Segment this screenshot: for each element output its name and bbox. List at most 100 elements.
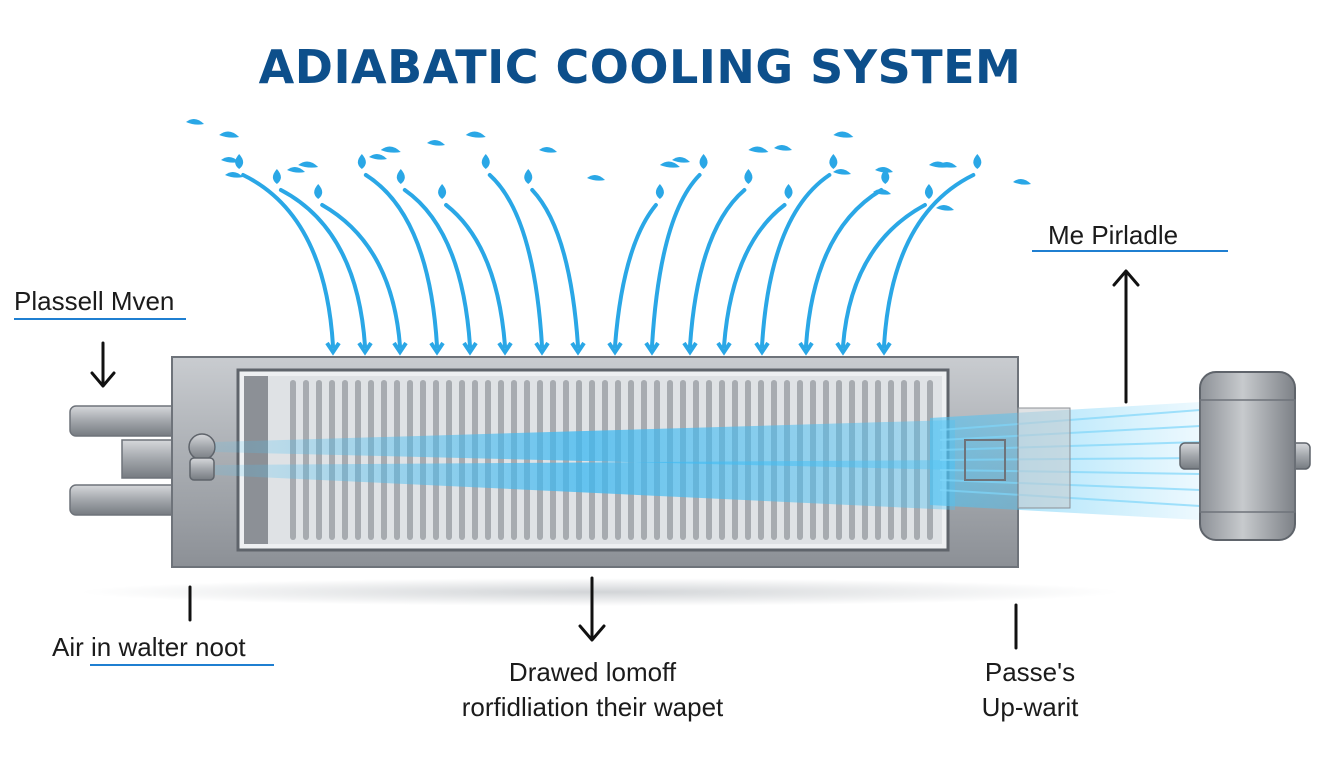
fin bbox=[290, 380, 296, 540]
stream-arrowhead bbox=[754, 341, 770, 356]
water-stream bbox=[444, 203, 507, 348]
water-stream bbox=[363, 173, 439, 348]
water-stream bbox=[613, 203, 658, 348]
water-flick bbox=[225, 171, 243, 178]
water-stream bbox=[760, 173, 832, 348]
ground-shadow bbox=[80, 578, 1120, 606]
label-top-right: Me Pirladle bbox=[1048, 220, 1179, 250]
water-stream bbox=[402, 188, 472, 348]
cooling-housing bbox=[171, 356, 1019, 568]
fin bbox=[537, 380, 543, 540]
water-droplet bbox=[357, 154, 366, 169]
fin bbox=[498, 380, 504, 540]
fan-unit bbox=[1179, 371, 1311, 541]
fin bbox=[355, 380, 361, 540]
water-flick bbox=[587, 174, 605, 181]
stream-arrowhead bbox=[392, 341, 408, 356]
arrow-down-left bbox=[90, 341, 116, 388]
water-droplet bbox=[881, 169, 890, 184]
label-bottom-left: Air in walter noot bbox=[52, 632, 246, 662]
stream-arrowhead bbox=[570, 341, 586, 356]
water-flick bbox=[287, 166, 305, 173]
water-droplet bbox=[235, 154, 244, 169]
water-droplet bbox=[924, 184, 933, 199]
fin bbox=[433, 380, 439, 540]
water-stream bbox=[487, 173, 544, 348]
water-flick bbox=[369, 153, 387, 160]
label-bottom-center-line2: rorfidliation their wapet bbox=[461, 692, 724, 723]
water-droplet bbox=[829, 154, 838, 169]
fin bbox=[420, 380, 426, 540]
water-droplet bbox=[699, 154, 708, 169]
label-left-underline bbox=[14, 318, 186, 320]
label-top-right-underline bbox=[1032, 250, 1228, 252]
label-bottom-center: Drawed lomoff rorfidliation their wapet bbox=[420, 655, 765, 725]
water-flick bbox=[939, 161, 957, 168]
stream-arrowhead bbox=[716, 341, 732, 356]
water-droplet bbox=[314, 184, 323, 199]
water-flick bbox=[219, 131, 240, 138]
water-droplet bbox=[481, 154, 490, 169]
fin bbox=[303, 380, 309, 540]
water-flick bbox=[1013, 178, 1031, 185]
stream-arrowhead bbox=[835, 341, 851, 356]
water-stream bbox=[722, 203, 787, 348]
fin bbox=[485, 380, 491, 540]
water-flick bbox=[539, 146, 557, 153]
arrow-up-right bbox=[1112, 269, 1140, 404]
water-stream bbox=[882, 173, 976, 348]
water-flick bbox=[774, 144, 792, 151]
arrow-down-center bbox=[578, 576, 606, 642]
label-bottom-right-line1: Passe's bbox=[984, 657, 1076, 687]
water-droplet bbox=[524, 169, 533, 184]
water-flick bbox=[380, 146, 401, 153]
stream-arrowhead bbox=[429, 341, 445, 356]
water-flick bbox=[427, 139, 445, 146]
fin bbox=[394, 380, 400, 540]
stream-arrowhead bbox=[357, 341, 373, 356]
water-droplet bbox=[272, 169, 281, 184]
water-flick bbox=[465, 131, 486, 138]
stream-arrowhead bbox=[462, 341, 478, 356]
arrows bbox=[90, 269, 1140, 650]
label-bottom-center-line1: Drawed lomoff bbox=[508, 657, 677, 687]
water-stream bbox=[320, 203, 402, 348]
water-droplet bbox=[655, 184, 664, 199]
stream-arrowhead bbox=[644, 341, 660, 356]
stream-arrowhead bbox=[607, 341, 623, 356]
fin bbox=[446, 380, 452, 540]
fin bbox=[459, 380, 465, 540]
stream-arrowhead bbox=[534, 341, 550, 356]
inlet-pipes bbox=[69, 405, 183, 516]
water-stream bbox=[650, 173, 702, 348]
water-stream bbox=[530, 188, 580, 348]
stream-arrowhead bbox=[798, 341, 814, 356]
fin bbox=[472, 380, 478, 540]
label-left: Plassell Mven bbox=[14, 286, 175, 316]
water-stream bbox=[278, 188, 367, 348]
water-flick bbox=[221, 156, 239, 163]
water-droplet bbox=[438, 184, 447, 199]
water-flick bbox=[186, 118, 204, 125]
water-flick bbox=[875, 166, 893, 173]
water-flick bbox=[873, 188, 891, 195]
fin bbox=[407, 380, 413, 540]
water-stream bbox=[688, 188, 747, 348]
fin bbox=[316, 380, 322, 540]
label-bottom-right-line2: Up-warit bbox=[981, 692, 1079, 723]
water-stream bbox=[804, 188, 884, 348]
water-stream bbox=[841, 203, 927, 348]
water-flick bbox=[833, 131, 854, 138]
stream-arrowhead bbox=[497, 341, 513, 356]
water-droplet bbox=[973, 154, 982, 169]
water-stream bbox=[241, 173, 335, 348]
water-nozzle bbox=[188, 433, 216, 481]
stream-arrowhead bbox=[876, 341, 892, 356]
water-flick bbox=[833, 168, 851, 175]
fin bbox=[368, 380, 374, 540]
water-droplet bbox=[744, 169, 753, 184]
water-flick bbox=[298, 161, 319, 168]
diagram-title: ADIABATIC COOLING SYSTEM bbox=[258, 40, 1022, 94]
fin bbox=[342, 380, 348, 540]
